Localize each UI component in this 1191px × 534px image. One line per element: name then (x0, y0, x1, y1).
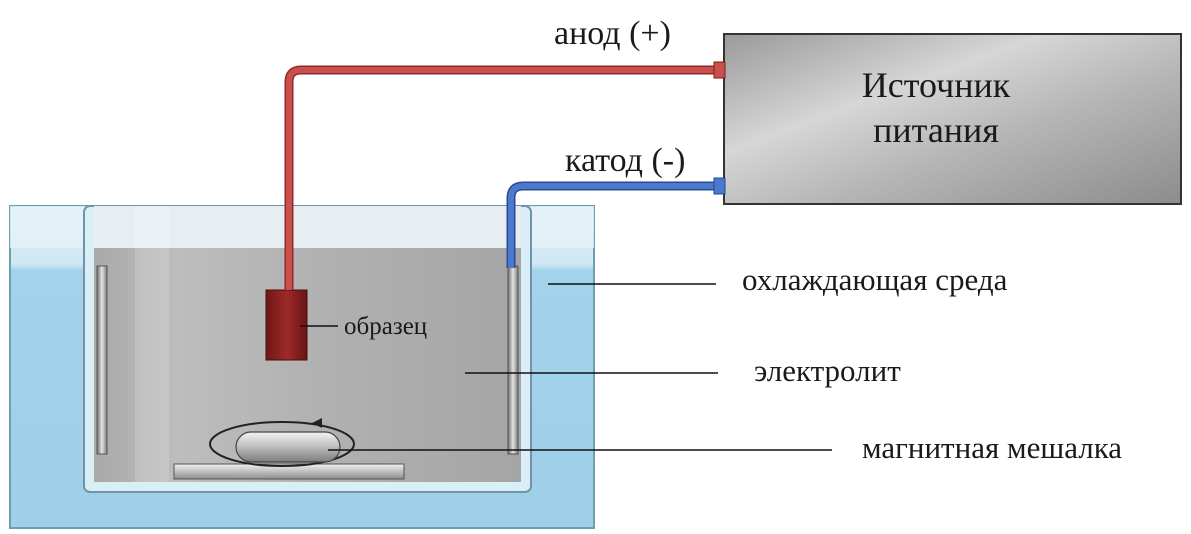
cathode-plate-right (507, 265, 519, 455)
cathode-plate-left (96, 265, 108, 455)
cathode-wire (508, 183, 718, 268)
power-source-label-line2: питания (873, 110, 999, 150)
power-source: Источник питания (713, 33, 1182, 205)
sample-specimen (265, 289, 308, 361)
power-source-label-line1: Источник (862, 65, 1011, 105)
anode-wire (286, 67, 718, 290)
stirrer-plate (173, 463, 405, 480)
anode-label: анод (+) (554, 15, 671, 52)
electrolyte-vessel (83, 205, 532, 493)
cathode-label: катод (-) (565, 142, 685, 179)
electrolyte-label: электролит (754, 353, 901, 388)
cooling-medium-label: охлаждающая среда (742, 262, 1008, 297)
magnetic-stirrer-label: магнитная мешалка (862, 430, 1122, 465)
rotation-arrow-icon (312, 418, 322, 428)
sample-label: образец (344, 313, 427, 340)
anode-terminal (713, 61, 726, 79)
cathode-terminal (713, 177, 726, 195)
magnetic-stirrer-bar (209, 421, 355, 467)
